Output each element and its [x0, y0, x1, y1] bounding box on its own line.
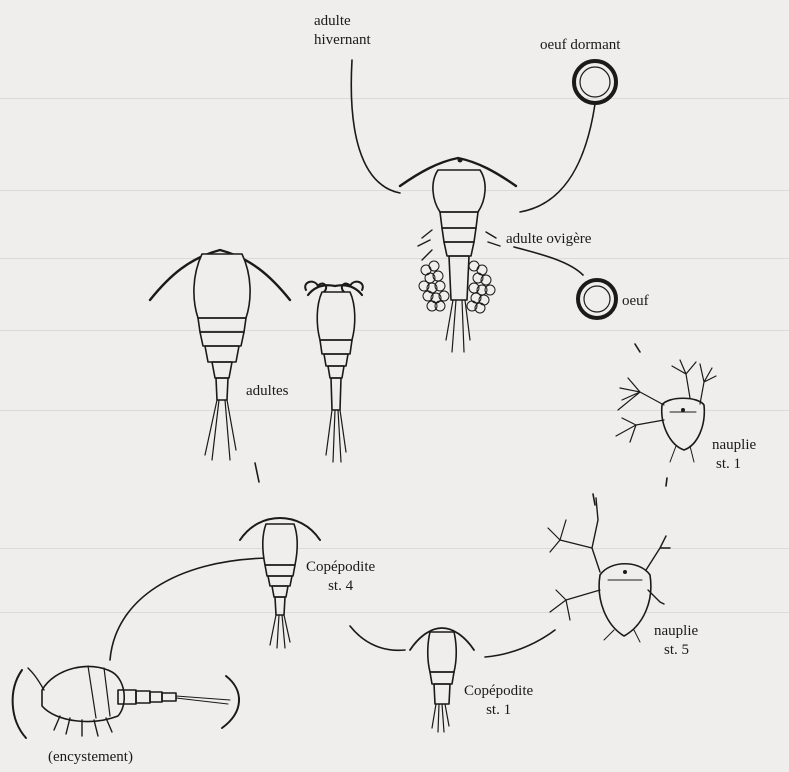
nauplius-stage-1: [616, 360, 716, 462]
label-line: nauplie: [654, 622, 698, 641]
label-copepodite-st1: Copépodite st. 1: [464, 682, 533, 720]
label-line: st. 1: [712, 455, 756, 474]
label-overwintering-adult: adulte hivernant: [314, 12, 371, 50]
dormant-egg: [574, 61, 616, 103]
label-nauplius-st5: nauplie st. 5: [654, 622, 698, 660]
label-adults: adultes: [246, 382, 289, 401]
ovigerous-adult-copepod: [400, 158, 516, 353]
label-line: st. 1: [464, 701, 533, 720]
cycle-connector-lines: [110, 60, 667, 660]
adult-female-copepod: [150, 250, 290, 460]
label-dormant-egg: oeuf dormant: [540, 36, 620, 55]
egg-sacs: [419, 261, 495, 313]
label-line: st. 5: [654, 641, 698, 660]
label-line: Copépodite: [306, 558, 375, 577]
label-egg: oeuf: [622, 292, 649, 311]
label-line: st. 4: [306, 577, 375, 596]
label-copepodite-st4: Copépodite st. 4: [306, 558, 375, 596]
label-ovigerous-adult: adulte ovigère: [506, 230, 591, 249]
egg: [578, 280, 616, 318]
label-line: Copépodite: [464, 682, 533, 701]
label-line: nauplie: [712, 436, 756, 455]
nauplius-stage-5: [548, 498, 670, 642]
label-nauplius-st1: nauplie st. 1: [712, 436, 756, 474]
adult-male-copepod: [305, 282, 363, 462]
encysted-copepod: [13, 666, 239, 738]
label-encystment: (encystement): [48, 748, 133, 767]
label-line: hivernant: [314, 31, 371, 50]
label-line: adulte: [314, 12, 371, 31]
